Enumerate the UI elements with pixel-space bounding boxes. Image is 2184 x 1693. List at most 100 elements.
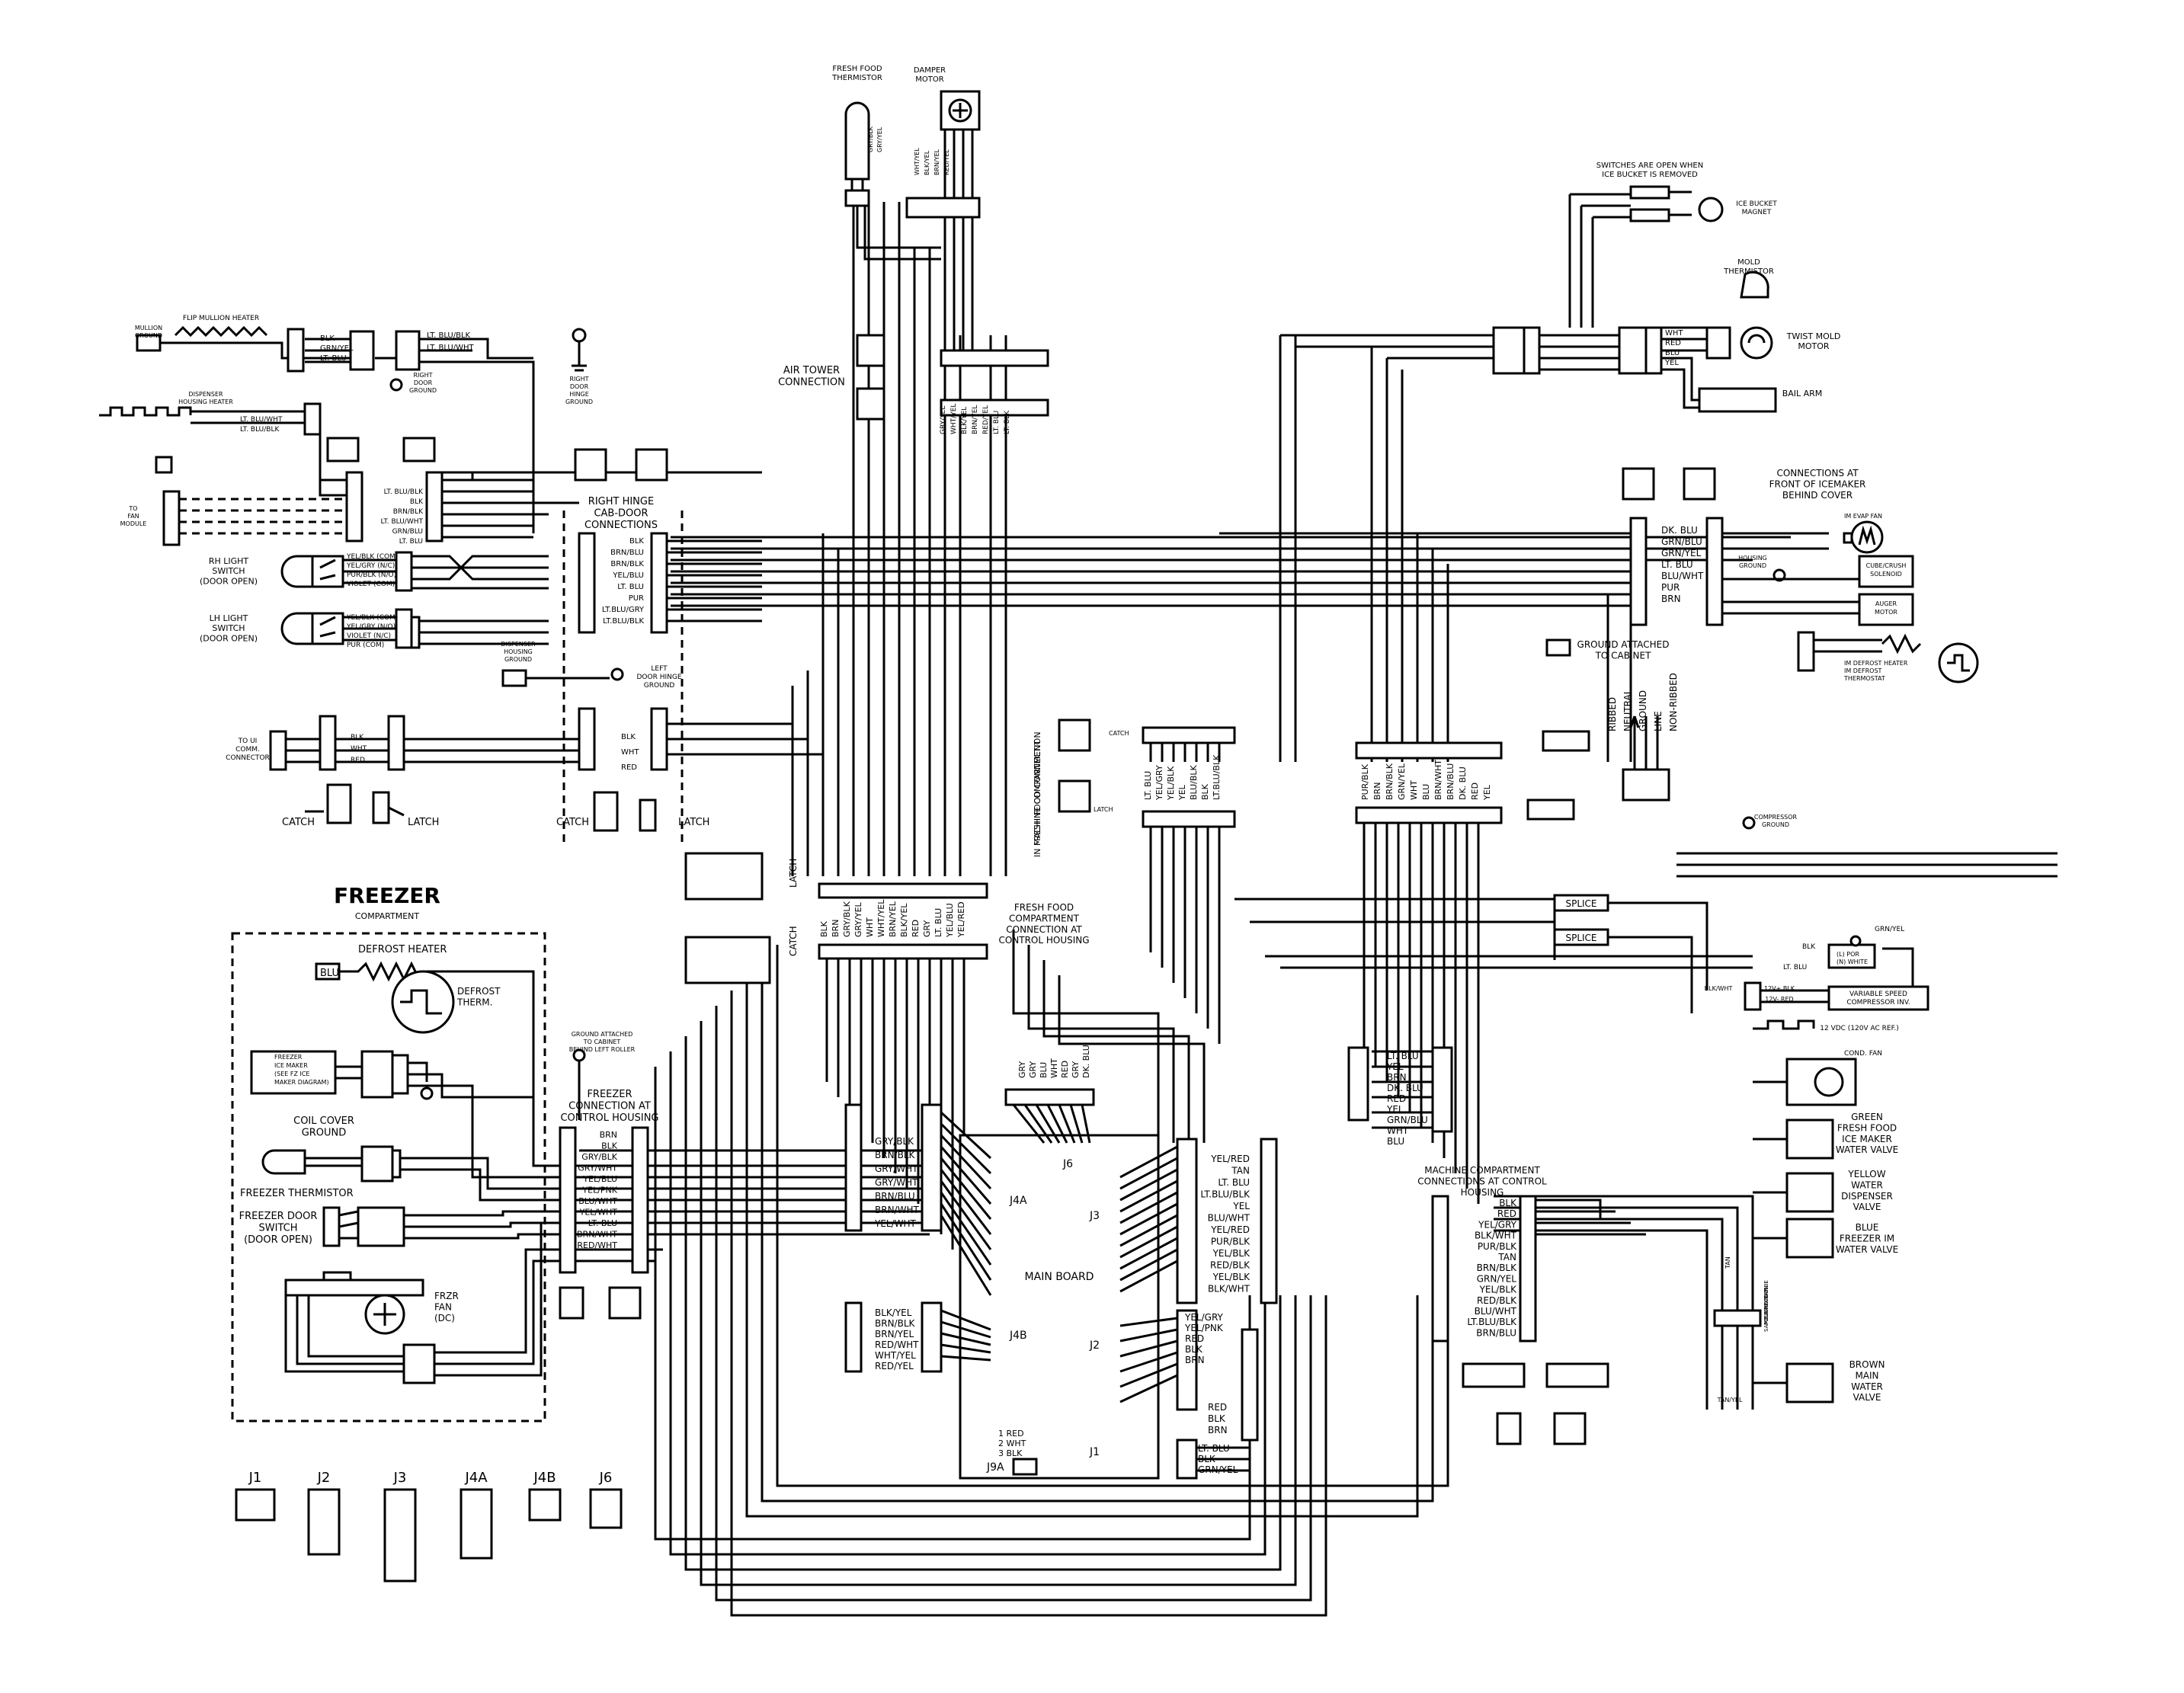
- defrost-heater-icon: [339, 961, 579, 1167]
- dispenser-housing-heater-icon: [99, 406, 192, 417]
- freezer-subtitle: COMPARTMENT: [355, 911, 420, 921]
- latch-label-b: LATCH: [408, 817, 439, 828]
- icemaker-conn-wire-0: PUR/BLK: [1360, 763, 1370, 800]
- variable-speed-compressor-icon: [1827, 985, 1929, 1011]
- freezer-ground-note-2: BEHIND LEFT ROLLER: [569, 1046, 636, 1053]
- frzr-fan-connector: [402, 1343, 436, 1384]
- j3-wire-9: RED/BLK: [1210, 1260, 1251, 1271]
- latch-connector-left: [372, 791, 390, 824]
- j4a-connector: [921, 1103, 943, 1232]
- j4b-wire-4: WHT/YEL: [875, 1350, 916, 1361]
- connector-key-label-2: J3: [393, 1470, 407, 1486]
- freezer-door-switch-label-0: FREEZER DOOR: [239, 1211, 318, 1222]
- icemaker-front-wire-5: PUR: [1661, 582, 1680, 593]
- to-ui-label-0: TO UI: [238, 738, 258, 745]
- cube-solenoid-label-0: CUBE/CRUSH: [1866, 562, 1907, 569]
- freezer-ground-note-1: TO CABINET: [583, 1039, 621, 1045]
- bail-arm-label: BAIL ARM: [1782, 389, 1823, 398]
- machine-mid-wire-4: RED: [1387, 1093, 1406, 1104]
- ff-machine-wire-0: LT. BLU: [1143, 771, 1153, 800]
- to-ui-connector: [269, 730, 287, 771]
- j1-wire-2: GRN/YEL: [1198, 1464, 1238, 1475]
- lh-wire-1: YEL/GRY (N/O): [346, 623, 395, 631]
- freezer-ice-maker-label-0: FREEZER: [274, 1054, 303, 1061]
- defrost-heater-label: DEFROST HEATER: [358, 944, 447, 955]
- catch-label-a: CATCH: [556, 817, 589, 828]
- yellow-valve-icon: [1785, 1172, 1834, 1213]
- ff-machine-catch: CATCH: [1109, 730, 1129, 737]
- machine-mid-wire-8: BLU: [1387, 1136, 1404, 1147]
- to-fan-module-connector: [162, 490, 181, 546]
- freezer-ice-maker-box: [250, 1050, 337, 1095]
- air-tower-connector-bottom: [940, 398, 1049, 417]
- im-defrost-heater-icon: [1881, 633, 1922, 654]
- main-board-title: MAIN BOARD: [1025, 1271, 1094, 1283]
- mold-therm-label-1: THERMISTOR: [1723, 267, 1774, 276]
- freezer-thermistor-icon: [261, 1149, 306, 1175]
- dispenser-ground-label-0: DISPENSER: [501, 641, 536, 648]
- freezer-conn-title-0: FREEZER: [587, 1089, 632, 1100]
- j4b-wire-0: BLK/YEL: [875, 1307, 912, 1318]
- freezer-conn-wire-6: BLU/WHT: [578, 1196, 617, 1206]
- bucket-switch-a-icon: [1629, 185, 1670, 200]
- flip-mullion-heater-label: FLIP MULLION HEATER: [183, 315, 259, 322]
- j9a-connector: [1012, 1458, 1038, 1476]
- j2-wire-4: BRN: [1185, 1355, 1205, 1365]
- machine-conn-wire-1: RED: [1497, 1208, 1516, 1219]
- icemaker-conn-wire-3: GRN/YEL: [1397, 763, 1407, 800]
- hinge-wire-1: LT. BLU/WHT: [427, 344, 475, 352]
- j3-wire-3: LT.BLU/BLK: [1200, 1189, 1251, 1200]
- lh-light-switch-icon: [280, 612, 314, 645]
- j4b-harness-connector: [844, 1301, 863, 1373]
- ff-wire-9: GRY: [922, 920, 932, 937]
- connector-key-label-5: J6: [599, 1470, 613, 1486]
- splice-a: [1553, 894, 1609, 912]
- j1-wire-1: BLK: [1198, 1454, 1216, 1464]
- ff-compartment-title-1: COMPARTMENT: [1009, 913, 1080, 923]
- frzr-fan-frame: [284, 1279, 424, 1297]
- valve-note-0: SIGNS MAY BE: [1763, 1280, 1769, 1318]
- fan-wire-1: BLK: [410, 498, 424, 506]
- machine-conn-wire-11: LT.BLU/BLK: [1467, 1317, 1517, 1327]
- dispenser-housing-ground-icon: [501, 669, 527, 687]
- freezer-door-switch-label-1: SWITCH: [259, 1223, 298, 1234]
- ff-machine-block: [1058, 718, 1236, 1044]
- rh-switch-connector: [395, 551, 413, 592]
- hinge-cab-wire-0: BLK: [629, 537, 644, 546]
- machine-mid-wire-7: WHT: [1387, 1125, 1409, 1136]
- ff-wire-4: WHT: [865, 917, 875, 937]
- vsc-label-1: COMPRESSOR INV.: [1846, 999, 1910, 1007]
- right-hinge-ground-label-2: HINGE: [569, 391, 589, 398]
- j9a-wire-0: 1 RED: [998, 1429, 1024, 1439]
- freezer-conn-left: [559, 1126, 577, 1274]
- j4b-wire-5: RED/YEL: [875, 1361, 914, 1371]
- freezer-conn-wire-2: GRY/BLK: [581, 1152, 618, 1162]
- freezer-ice-maker-label-1: ICE MAKER: [274, 1062, 308, 1069]
- lh-wire-0: YEL/BLK (COM): [346, 614, 398, 622]
- j6-connector: [1004, 1088, 1095, 1106]
- machine-mid-wire-6: GRN/BLU: [1387, 1115, 1428, 1125]
- j6-label: J6: [1062, 1158, 1073, 1170]
- lh-wire-3: PUR (COM): [347, 642, 384, 649]
- valves-section: [1713, 1058, 1857, 1403]
- machine-mid-connector-left: [1347, 1046, 1369, 1122]
- lh-light-label-1: SWITCH: [212, 623, 245, 633]
- j3-wire-2: LT. BLU: [1218, 1177, 1250, 1188]
- im-front-connector-left: [1629, 517, 1648, 626]
- machine-mid-wire-1: YEL: [1386, 1061, 1404, 1072]
- ff-wire-5: WHT/YEL: [876, 899, 886, 937]
- power-section: [1553, 715, 1929, 1030]
- air-tower-plug-a-icon: [856, 334, 885, 367]
- icemaker-conn-wire-1: BRN: [1372, 782, 1382, 800]
- to-fan-label-0: TO: [128, 505, 137, 512]
- fan-module-plug-icon: [155, 456, 173, 474]
- mold-therm-label-0: MOLD: [1737, 258, 1760, 267]
- right-hinge-ground-label-3: GROUND: [565, 398, 593, 405]
- ff-machine-plug-a-icon: [1058, 718, 1091, 752]
- machine-conn-wire-12: BRN/BLU: [1476, 1327, 1516, 1338]
- machine-conn-wire-9: RED/BLK: [1477, 1295, 1517, 1306]
- twist-motor-label-1: MOTOR: [1798, 341, 1830, 351]
- machine-mid-wire-0: LT. BLU: [1387, 1051, 1419, 1061]
- ff-wire-10: LT. BLU: [933, 908, 943, 937]
